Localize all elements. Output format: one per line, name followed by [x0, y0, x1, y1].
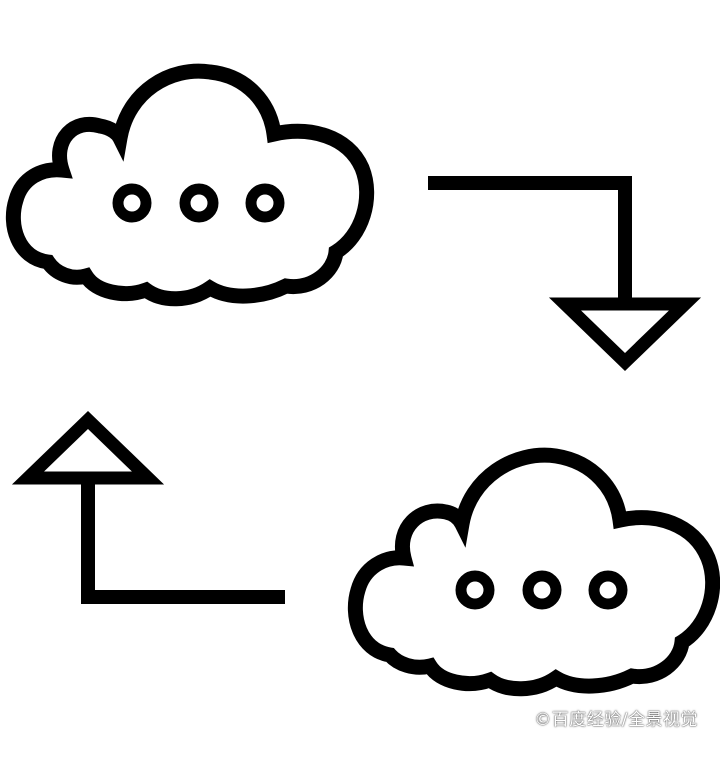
- bottom-cloud-dot-3: [588, 570, 628, 610]
- top-cloud-chat-icon: [5, 63, 375, 307]
- bottom-cloud-dot-1: [455, 570, 495, 610]
- top-cloud-dot-1: [112, 183, 152, 223]
- arrow-up-left-shaft: [81, 478, 285, 604]
- watermark: ©百度经验/全景视觉: [534, 710, 698, 730]
- arrow-up-left-head: [11, 410, 165, 485]
- bottom-cloud-chat-icon: [347, 447, 720, 697]
- arrow-down-right-icon: [428, 176, 702, 372]
- arrow-down-right-shaft: [428, 176, 632, 304]
- top-cloud-dot-3: [245, 183, 285, 223]
- bottom-cloud-outline: [347, 447, 720, 697]
- top-cloud-dot-2: [179, 183, 219, 223]
- bottom-cloud-dot-2: [522, 570, 562, 610]
- arrow-down-right-head: [548, 297, 702, 372]
- arrow-up-left-icon: [11, 410, 285, 604]
- top-cloud-outline: [5, 63, 375, 307]
